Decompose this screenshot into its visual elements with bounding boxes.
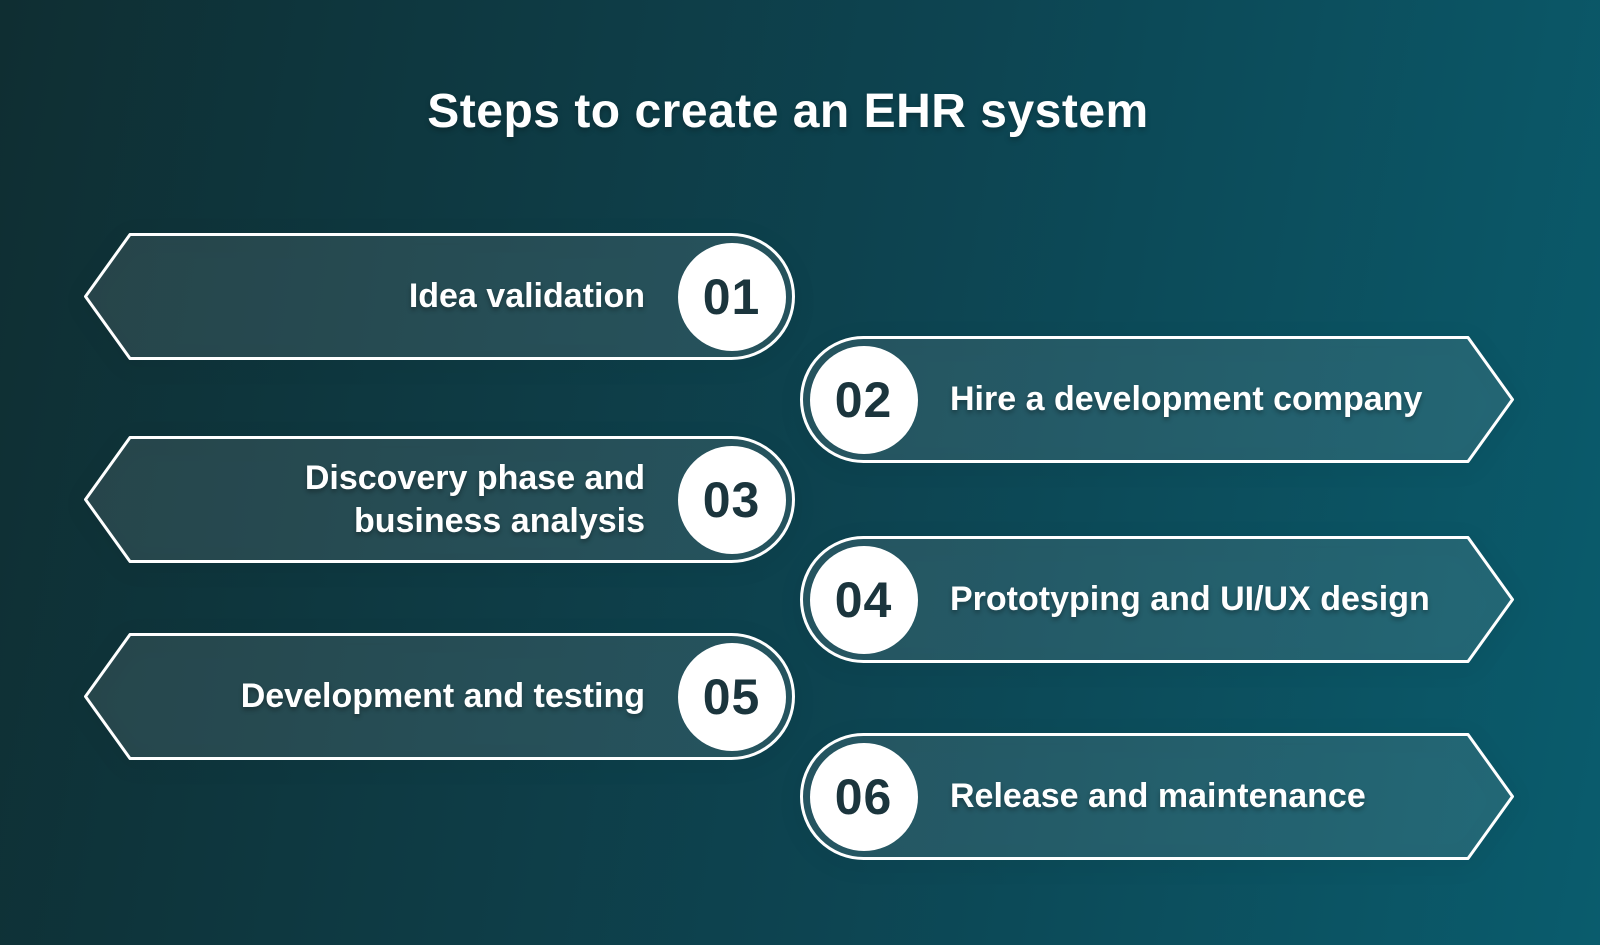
step-label: Idea validation — [408, 277, 645, 316]
step-03-arrow-shape — [84, 436, 795, 563]
step-number-badge: 04 — [809, 545, 918, 654]
step-03: Discovery phase and business analysis 03 — [84, 436, 795, 563]
step-number-badge: 01 — [677, 242, 786, 351]
step-06-arrow-shape — [800, 733, 1514, 860]
step-01-arrow-shape — [84, 233, 795, 360]
step-04: 04 Prototyping and UI/UX design — [800, 536, 1514, 663]
step-number-badge: 03 — [677, 445, 786, 554]
step-label: Development and testing — [240, 677, 645, 716]
step-01: Idea validation 01 — [84, 233, 795, 360]
step-label: Discovery phase and business analysis — [304, 458, 645, 540]
step-06: 06 Release and maintenance — [800, 733, 1514, 860]
step-05: Development and testing 05 — [84, 633, 795, 760]
step-04-arrow-shape — [800, 536, 1514, 663]
page-title: Steps to create an EHR system — [427, 85, 1149, 138]
step-02-arrow-shape — [800, 336, 1514, 463]
step-label: Prototyping and UI/UX design — [950, 580, 1430, 619]
step-05-arrow-shape — [84, 633, 795, 760]
step-label: Release and maintenance — [950, 777, 1366, 816]
step-label: Hire a development company — [950, 380, 1423, 419]
step-number-badge: 02 — [809, 345, 918, 454]
step-02: 02 Hire a development company — [800, 336, 1514, 463]
step-number-badge: 06 — [809, 742, 918, 851]
step-number-badge: 05 — [677, 642, 786, 751]
